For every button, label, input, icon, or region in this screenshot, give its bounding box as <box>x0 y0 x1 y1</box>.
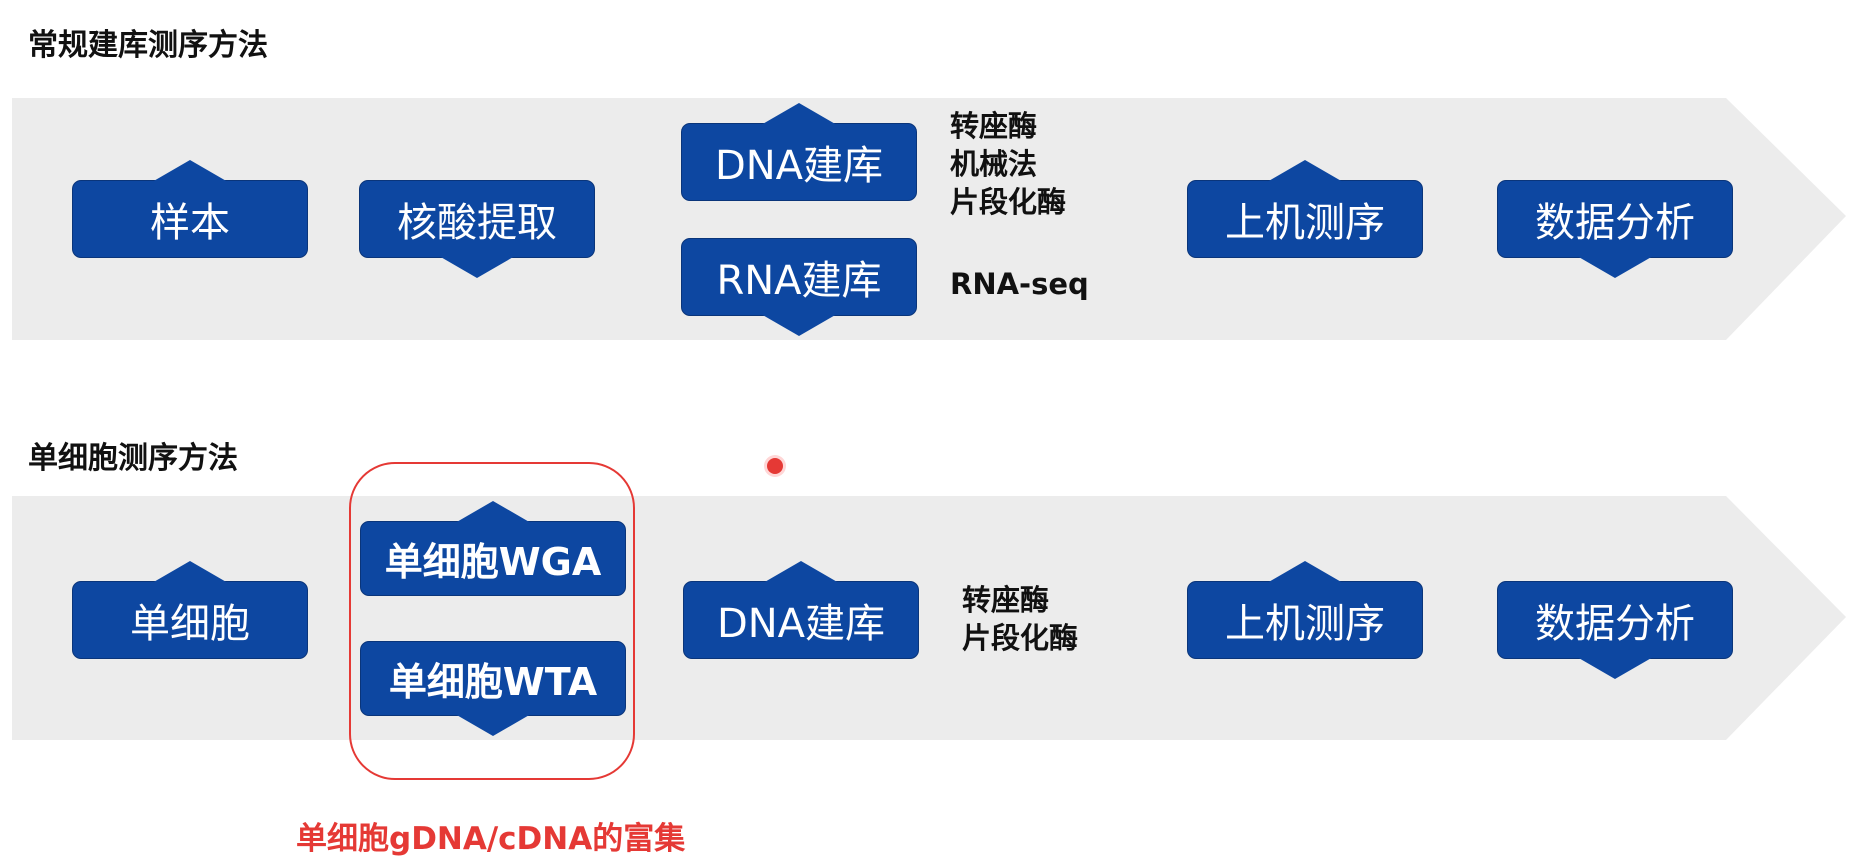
method-rna-seq: RNA-seq <box>950 267 1089 301</box>
node-sequencing: 上机测序 <box>1187 180 1423 258</box>
highlight-box <box>349 462 635 780</box>
node-sample: 样本 <box>72 180 308 258</box>
node-data-analysis: 数据分析 <box>1497 180 1733 258</box>
process-arrow-band <box>0 92 1860 352</box>
node-data-analysis: 数据分析 <box>1497 581 1733 659</box>
node-rna-library: RNA建库 <box>681 238 917 316</box>
method-fragmentase: 片段化酶 <box>950 185 1067 219</box>
dna-library-methods: 转座酶 机械法 片段化酶 <box>950 107 1066 221</box>
node-sequencing: 上机测序 <box>1187 581 1423 659</box>
section-title-conventional: 常规建库测序方法 <box>28 28 268 63</box>
method-mechanical: 机械法 <box>950 147 1038 181</box>
section-title-single-cell: 单细胞测序方法 <box>28 441 238 476</box>
dna-library-methods: 转座酶 片段化酶 <box>962 581 1078 657</box>
method-fragmentase: 片段化酶 <box>962 621 1079 655</box>
highlight-caption: 单细胞gDNA/cDNA的富集 <box>296 821 686 857</box>
laser-pointer-icon <box>767 458 783 474</box>
node-dna-library: DNA建库 <box>683 581 919 659</box>
node-single-cell-wga: 单细胞WGA <box>360 521 626 596</box>
node-nucleic-acid-extraction: 核酸提取 <box>359 180 595 258</box>
method-transposase: 转座酶 <box>950 109 1038 143</box>
node-single-cell: 单细胞 <box>72 581 308 659</box>
method-transposase: 转座酶 <box>962 583 1050 617</box>
node-dna-library: DNA建库 <box>681 123 917 201</box>
rna-library-method: RNA-seq <box>950 265 1089 303</box>
node-single-cell-wta: 单细胞WTA <box>360 641 626 716</box>
